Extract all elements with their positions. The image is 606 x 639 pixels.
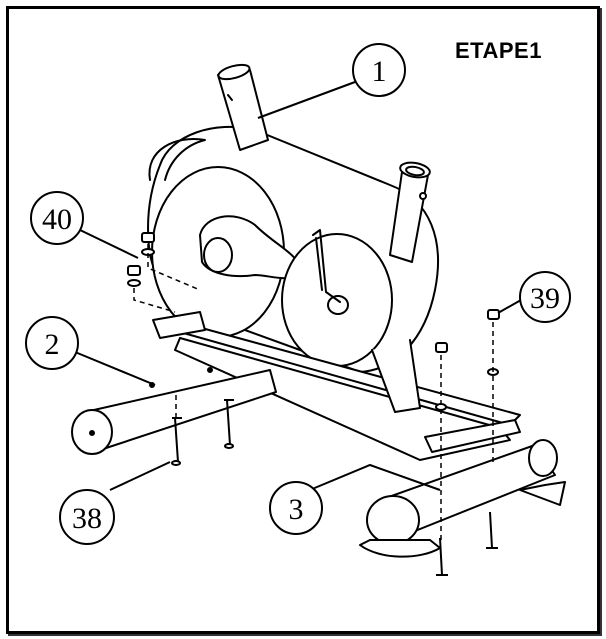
bolt-38-b [224,399,234,446]
front-stabilizer [84,369,277,451]
housing-curl [148,138,206,181]
leader-39 [497,299,522,314]
callout-label-40: 40 [42,203,72,236]
right-hub [327,295,349,315]
nut-40-a [141,232,155,243]
callout-circle-1 [352,43,406,97]
callout-circle-40 [30,191,84,245]
post-bolt [227,94,233,101]
nut-39-a [487,309,500,320]
callout-label-3: 3 [289,493,304,526]
front-plate [152,311,206,339]
tension-lever [312,229,341,303]
front-post-top [217,63,251,81]
leader-2 [74,351,156,386]
step-title: ETAPE1 [455,38,542,63]
leader-40 [79,229,139,259]
callout-label-2: 2 [45,328,60,361]
rear-plate [424,419,521,453]
callout-circle-3 [269,481,323,535]
rear-foot-left [359,539,441,558]
guide-40-b [133,288,176,313]
bolt-38-a [172,417,182,463]
seat-post-knob [419,192,427,200]
rear-stabilizer-cap [366,495,420,545]
rear-stabilizer-end [528,439,558,477]
bolt-rear-a [436,537,448,576]
seat-post-inner [405,165,425,177]
rear-support [371,339,421,413]
base-beam-side [174,337,511,461]
stabilizer-hole-2 [207,367,213,373]
rear-foot-right [519,481,566,506]
callout-label-38: 38 [72,502,102,535]
leader-38 [109,461,171,491]
leader-3 [304,463,441,493]
bolt-38-b-head [224,443,234,449]
callout-circle-2 [25,316,79,370]
callout-label-39: 39 [530,282,560,315]
callout-label-1: 1 [372,55,387,88]
crank-hole [203,237,233,273]
washer-40-b [127,279,141,287]
nut-39-b [435,342,448,353]
bolt-38-a-head [171,460,181,466]
callout-circle-39 [519,271,571,323]
leader-1 [257,81,356,119]
nut-40-b [127,265,141,276]
bolt-rear-b [486,511,498,549]
callout-circle-38 [59,489,115,545]
cap-center [89,430,95,436]
